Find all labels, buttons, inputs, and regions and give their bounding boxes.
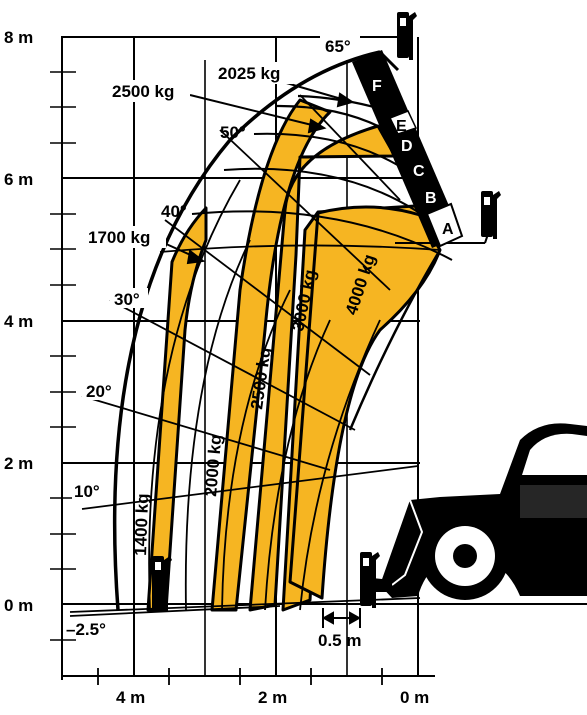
boom-section-strip: A B C D E F — [352, 50, 464, 248]
y-axis-labels: 0 m 2 m 4 m 6 m 8 m — [4, 28, 33, 615]
offset-dimension — [321, 608, 362, 628]
callout-arrows — [163, 81, 355, 265]
y-tick-0: 0 m — [4, 596, 33, 615]
angle-20: 20° — [86, 382, 112, 401]
y-tick-2: 2 m — [4, 454, 33, 473]
fork-carriage-icon-top — [397, 12, 417, 60]
zone-2000kg — [210, 98, 332, 612]
fork-carriage-icon-left — [152, 556, 172, 612]
angle-65: 65° — [325, 37, 351, 56]
angle-40: 40° — [161, 202, 187, 221]
x-tick-0: 0 m — [400, 688, 429, 707]
boom-section-F: F — [372, 78, 382, 95]
zone-4000kg — [288, 205, 442, 600]
x-tick-2: 2 m — [258, 688, 287, 707]
x-tick-4: 4 m — [116, 688, 145, 707]
boom-section-E: E — [396, 118, 407, 135]
boom-section-C: C — [413, 163, 425, 180]
angle-minus-2-5: –2.5° — [66, 620, 106, 639]
angle-labels: 65° 50° 40° 30° 20° 10° –2.5° — [64, 35, 360, 639]
y-tick-8: 8 m — [4, 28, 33, 47]
y-tick-4: 4 m — [4, 312, 33, 331]
boom-section-A: A — [442, 221, 454, 238]
boom-section-D: D — [401, 138, 413, 155]
capacity-2025kg: 2025 kg — [218, 64, 280, 83]
capacity-1700kg: 1700 kg — [88, 228, 150, 247]
boom-section-B: B — [425, 190, 437, 207]
fork-carriage-icon-mid — [481, 191, 501, 239]
angle-10: 10° — [74, 482, 100, 501]
offset-label: 0.5 m — [318, 631, 361, 650]
zone-2500kg — [248, 124, 397, 612]
capacity-2500kg-top: 2500 kg — [112, 82, 174, 101]
angle-50: 50° — [220, 123, 246, 142]
zone-1400kg — [146, 206, 208, 612]
telehandler-machine-icon — [372, 423, 587, 600]
capacity-1400kg: 1400 kg — [131, 493, 152, 556]
x-axis-labels: 4 m 2 m 0 m — [116, 688, 429, 707]
y-tick-6: 6 m — [4, 170, 33, 189]
load-zones — [146, 98, 442, 612]
angle-30: 30° — [114, 290, 140, 309]
